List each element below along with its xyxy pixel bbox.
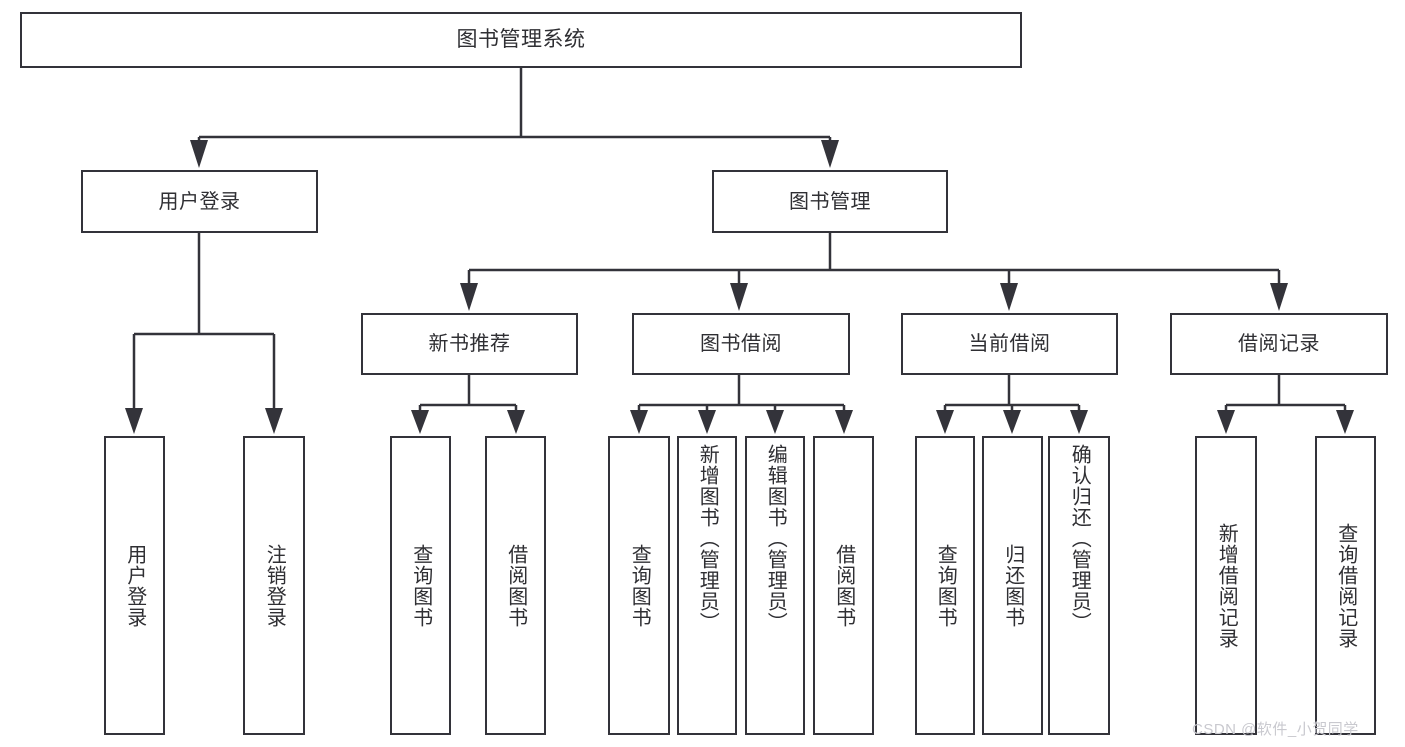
node-label: 查询借阅记录 bbox=[1334, 522, 1357, 649]
leaf-book-borrow-edit[interactable]: 编辑图书（管理员） bbox=[745, 436, 805, 735]
leaf-current-borrow-confirm-return[interactable]: 确认归还（管理员） bbox=[1048, 436, 1110, 735]
node-label: 查询图书 bbox=[628, 543, 651, 628]
node-label: 新增图书（管理员） bbox=[696, 444, 719, 633]
node-label: 借阅图书 bbox=[504, 543, 527, 628]
node-label: 用户登录 bbox=[123, 543, 146, 628]
node-label: 图书管理系统 bbox=[456, 28, 586, 52]
node-borrow-record[interactable]: 借阅记录 bbox=[1170, 313, 1388, 375]
node-new-book-recommend[interactable]: 新书推荐 bbox=[361, 313, 578, 375]
leaf-current-borrow-query[interactable]: 查询图书 bbox=[915, 436, 975, 735]
node-label: 新增借阅记录 bbox=[1215, 522, 1238, 649]
node-label: 查询图书 bbox=[934, 543, 957, 628]
node-label: 确认归还（管理员） bbox=[1068, 444, 1091, 633]
leaf-book-borrow-query[interactable]: 查询图书 bbox=[608, 436, 670, 735]
node-label: 查询图书 bbox=[409, 543, 432, 628]
node-label: 图书借阅 bbox=[700, 333, 782, 355]
leaf-borrow-record-add[interactable]: 新增借阅记录 bbox=[1195, 436, 1257, 735]
leaf-user-login-logout[interactable]: 注销登录 bbox=[243, 436, 305, 735]
leaf-book-borrow-borrow[interactable]: 借阅图书 bbox=[813, 436, 874, 735]
node-label: 编辑图书（管理员） bbox=[764, 444, 787, 633]
leaf-borrow-record-query[interactable]: 查询借阅记录 bbox=[1315, 436, 1376, 735]
node-user-login[interactable]: 用户登录 bbox=[81, 170, 318, 233]
node-current-borrow[interactable]: 当前借阅 bbox=[901, 313, 1118, 375]
node-label: 注销登录 bbox=[263, 543, 286, 628]
node-root-system[interactable]: 图书管理系统 bbox=[20, 12, 1022, 68]
node-label: 借阅图书 bbox=[832, 543, 855, 628]
leaf-new-book-borrow[interactable]: 借阅图书 bbox=[485, 436, 546, 735]
node-label: 图书管理 bbox=[789, 190, 871, 213]
node-label: 当前借阅 bbox=[968, 333, 1051, 355]
node-label: 用户登录 bbox=[158, 190, 241, 213]
leaf-current-borrow-return[interactable]: 归还图书 bbox=[982, 436, 1043, 735]
node-book-borrow[interactable]: 图书借阅 bbox=[632, 313, 850, 375]
node-label: 新书推荐 bbox=[428, 333, 511, 355]
leaf-book-borrow-add[interactable]: 新增图书（管理员） bbox=[677, 436, 737, 735]
node-book-management[interactable]: 图书管理 bbox=[712, 170, 948, 233]
leaf-user-login-login[interactable]: 用户登录 bbox=[104, 436, 165, 735]
leaf-new-book-query[interactable]: 查询图书 bbox=[390, 436, 451, 735]
node-label: 借阅记录 bbox=[1238, 333, 1320, 355]
node-label: 归还图书 bbox=[1001, 543, 1024, 628]
